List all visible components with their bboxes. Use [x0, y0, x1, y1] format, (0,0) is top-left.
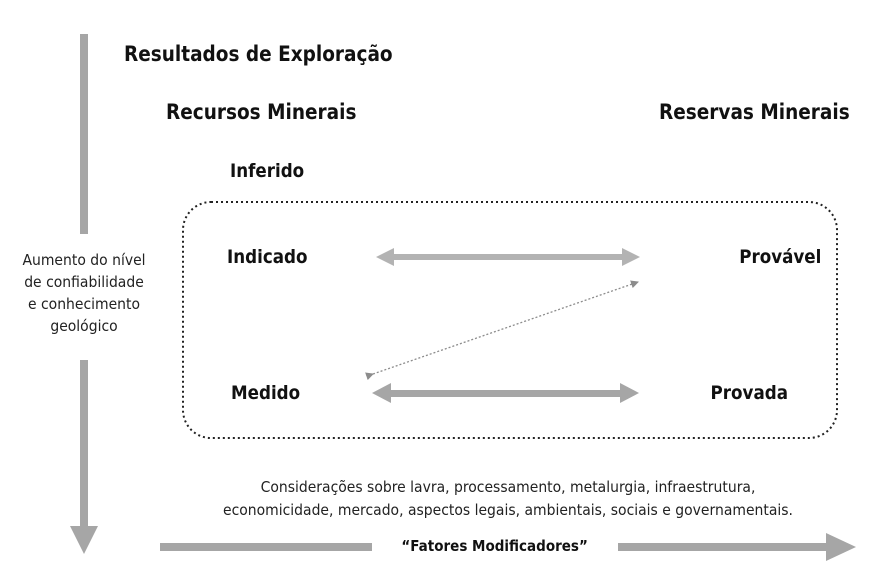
- confidence-increase-label: Aumento do nível de confiabilidade e con…: [8, 249, 159, 337]
- exploration-results-heading: Resultados de Exploração: [124, 42, 393, 66]
- vertical-arrow-head: [70, 526, 98, 554]
- confidence-label-line: de confiabilidade: [24, 273, 144, 291]
- mineral-reserves-heading: Reservas Minerais: [659, 100, 850, 124]
- confidence-label-line: geológico: [50, 317, 118, 335]
- diagonal-dotted-arrow: [365, 280, 639, 381]
- mineral-resources-heading: Recursos Minerais: [166, 100, 357, 124]
- horizontal-arrow-shaft-right: [618, 543, 830, 551]
- vertical-arrow-shaft-bottom: [80, 360, 88, 528]
- considerations-text: Considerações sobre lavra, processamento…: [159, 476, 857, 522]
- probable-label: Provável: [738, 246, 821, 268]
- measured-proven-arrow: [372, 383, 639, 403]
- modifying-factors-wrapper: “Fatores Modificadores”: [360, 536, 630, 555]
- indicated-probable-arrow: [376, 248, 640, 266]
- proven-label: Provada: [710, 382, 788, 404]
- inferred-label: Inferido: [230, 160, 305, 182]
- measured-label: Medido: [231, 382, 301, 404]
- modifying-factors-label: “Fatores Modificadores”: [396, 537, 594, 555]
- dotted-group-box: [182, 201, 838, 439]
- horizontal-arrow-head: [826, 533, 856, 561]
- vertical-arrow-shaft-top: [80, 34, 88, 234]
- horizontal-arrow-shaft-left: [160, 543, 372, 551]
- confidence-label-line: e conhecimento: [27, 295, 141, 313]
- confidence-label-line: Aumento do nível: [22, 251, 146, 269]
- considerations-line: economicidade, mercado, aspectos legais,…: [222, 501, 793, 519]
- considerations-line: Considerações sobre lavra, processamento…: [260, 478, 756, 496]
- indicated-label: Indicado: [227, 246, 308, 268]
